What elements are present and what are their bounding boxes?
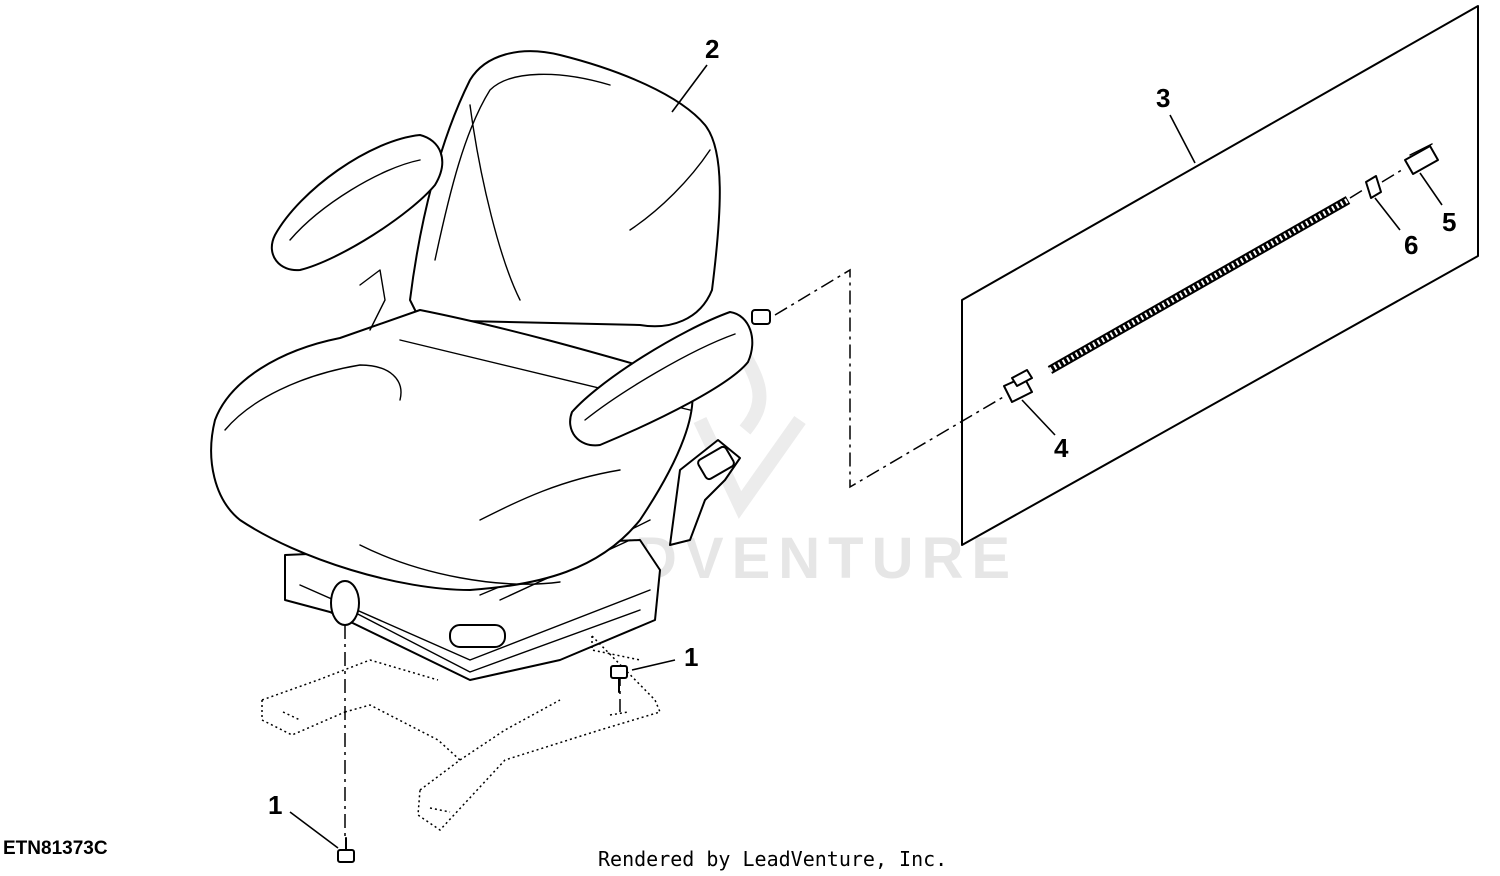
centerline-harness <box>774 268 1006 489</box>
harness-kit-panel <box>961 5 1479 546</box>
leader-5 <box>1419 172 1443 206</box>
leader-4 <box>1021 399 1056 436</box>
callout-5: 5 <box>1442 207 1456 237</box>
callout-6: 6 <box>1404 230 1418 260</box>
leader-6 <box>1374 197 1401 231</box>
callout-1-bottom: 1 <box>268 790 282 820</box>
mounting-plates <box>261 635 662 831</box>
callout-3: 3 <box>1156 83 1170 113</box>
leader-1-right <box>631 659 676 671</box>
callout-1-right: 1 <box>684 642 698 672</box>
bolt-bottom <box>337 837 355 863</box>
figure-id: ETN81373C <box>3 838 108 859</box>
leader-1-bottom <box>289 811 339 849</box>
leader-2 <box>671 64 708 113</box>
callout-2: 2 <box>705 34 719 64</box>
render-credit: Rendered by LeadVenture, Inc. <box>598 847 947 871</box>
seat-assembly <box>210 50 771 681</box>
bolt-right <box>610 665 628 693</box>
callout-4: 4 <box>1054 433 1069 463</box>
leader-3 <box>1169 114 1196 164</box>
